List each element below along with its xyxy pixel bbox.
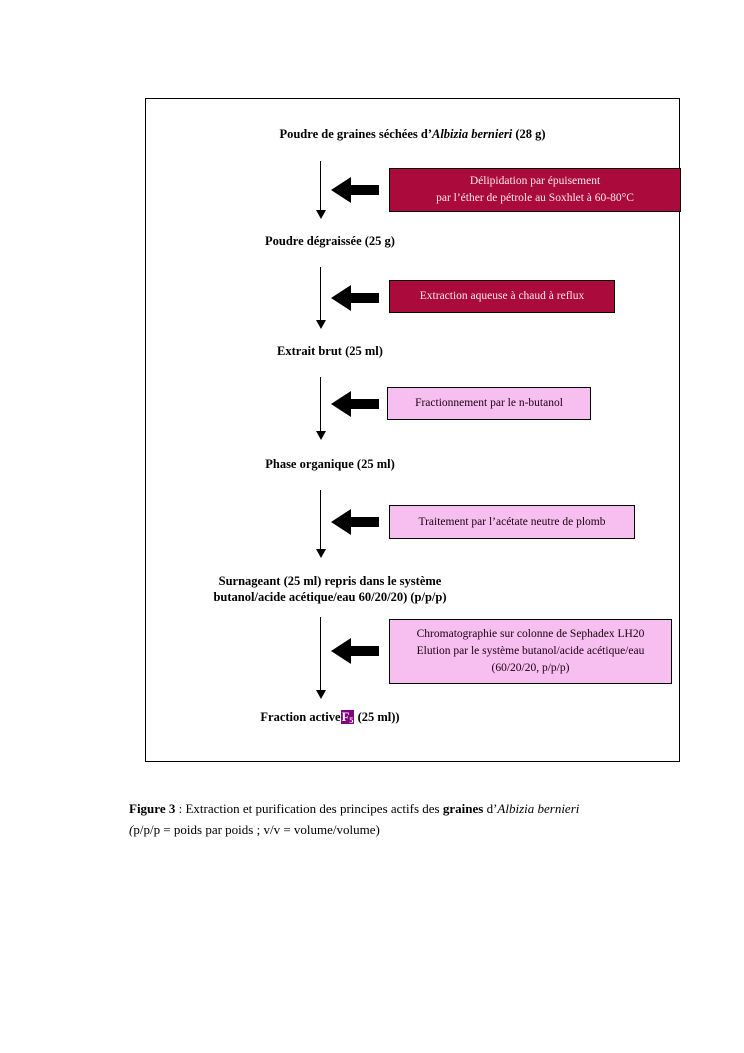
caption-text-before-bold: Extraction et purification des principes… (185, 801, 443, 816)
reagent-arrow-butanol-fractionation (331, 391, 379, 417)
stage-label-organic-phase: Phase organique (25 ml) (265, 457, 395, 471)
figure-caption: Figure 3 : Extraction et purification de… (129, 798, 674, 840)
flow-arrow-shaft (320, 490, 322, 550)
reagent-arrow-tip (331, 285, 351, 311)
reagent-arrow-tail (349, 646, 379, 656)
flow-arrow-shaft (320, 267, 322, 321)
flow-arrow-head (315, 320, 326, 329)
process-line: (60/20/20, p/p/p) (491, 662, 570, 674)
process-line: par l’éther de pétrole au Soxhlet à 60-8… (436, 192, 634, 204)
starting-material-prefix: Poudre de graines séchées d’ (279, 127, 432, 141)
process-line: Traitement par l’acétate neutre de plomb (418, 515, 606, 528)
stage-label-active-fraction: Fraction activeF5 (25 ml)) (146, 709, 514, 726)
flow-arrow-head (315, 210, 326, 219)
caption-line2-rest: p/p/p = poids par poids ; v/v = volume/v… (133, 822, 380, 837)
process-line: Délipidation par épuisement (469, 175, 601, 187)
flow-arrow-2 (314, 267, 327, 329)
stage-label-crude-extract: Extrait brut (25 ml) (277, 344, 383, 358)
active-fraction-subscript: 5 (349, 715, 354, 725)
reagent-arrow-aqueous-extraction (331, 285, 379, 311)
flow-arrow-head (315, 549, 326, 558)
process-line: Chromatographie sur colonne de Sephadex … (416, 628, 645, 640)
active-fraction-letter: F (341, 710, 350, 724)
flow-arrow-shaft (320, 617, 322, 691)
figure-frame: Poudre de graines séchées d’Albizia bern… (145, 98, 681, 762)
reagent-arrow-tip (331, 177, 351, 203)
flow-arrow-4 (314, 490, 327, 558)
reagent-arrow-sephadex (331, 638, 379, 664)
process-box-delipidation: Délipidation par épuisement par l’éther … (389, 168, 681, 212)
process-box-aqueous-extraction: Extraction aqueuse à chaud à reflux (389, 280, 615, 313)
caption-line2-open-paren: ( (129, 822, 134, 837)
caption-figure-number: Figure 3 (129, 801, 176, 816)
supernatant-line-2: butanol/acide acétique/eau 60/20/20) (p/… (213, 590, 447, 604)
stage-label-starting-material: Poudre de graines séchées d’Albizia bern… (146, 126, 679, 142)
starting-material-suffix: (28 g) (512, 127, 546, 141)
flow-arrow-3 (314, 377, 327, 440)
process-line: Fractionnement par le n-butanol (415, 397, 563, 409)
caption-bold-word: graines (442, 801, 484, 816)
caption-text-after-bold: d’ (483, 801, 498, 816)
reagent-arrow-tip (331, 391, 351, 417)
stage-label-supernatant: Surnageant (25 ml) repris dans le systèm… (146, 573, 514, 605)
active-fraction-highlight: F5 (340, 710, 355, 725)
flow-arrow-head (315, 431, 326, 440)
stage-label-defatted-powder: Poudre dégraissée (25 g) (265, 234, 395, 248)
reagent-arrow-delipidation (331, 177, 379, 203)
reagent-arrow-lead-acetate (331, 509, 379, 535)
starting-material-species: Albizia bernieri (432, 127, 513, 141)
reagent-arrow-tail (349, 293, 379, 303)
reagent-arrow-tail (349, 399, 379, 409)
process-line: Extraction aqueuse à chaud à reflux (419, 290, 585, 302)
process-line: Elution par le système butanol/acide acé… (416, 645, 645, 657)
reagent-arrow-tip (331, 638, 351, 664)
flow-arrow-shaft (320, 161, 322, 211)
process-box-butanol-fractionation: Fractionnement par le n-butanol (387, 387, 591, 420)
reagent-arrow-tail (349, 185, 379, 195)
process-box-lead-acetate-treatment: Traitement par l’acétate neutre de plomb (389, 505, 635, 539)
active-fraction-prefix: Fraction active (260, 710, 341, 724)
process-box-sephadex-chromatography: Chromatographie sur colonne de Sephadex … (389, 619, 672, 684)
flow-arrow-1 (314, 161, 327, 219)
reagent-arrow-tail (349, 517, 379, 527)
flow-arrow-5 (314, 617, 327, 699)
supernatant-line-1: Surnageant (25 ml) repris dans le systèm… (218, 574, 442, 588)
caption-separator: : (175, 801, 186, 816)
active-fraction-suffix: (25 ml)) (354, 710, 400, 724)
flow-arrow-head (315, 690, 326, 699)
reagent-arrow-tip (331, 509, 351, 535)
flow-arrow-shaft (320, 377, 322, 432)
caption-species: Albizia bernieri (497, 801, 580, 816)
